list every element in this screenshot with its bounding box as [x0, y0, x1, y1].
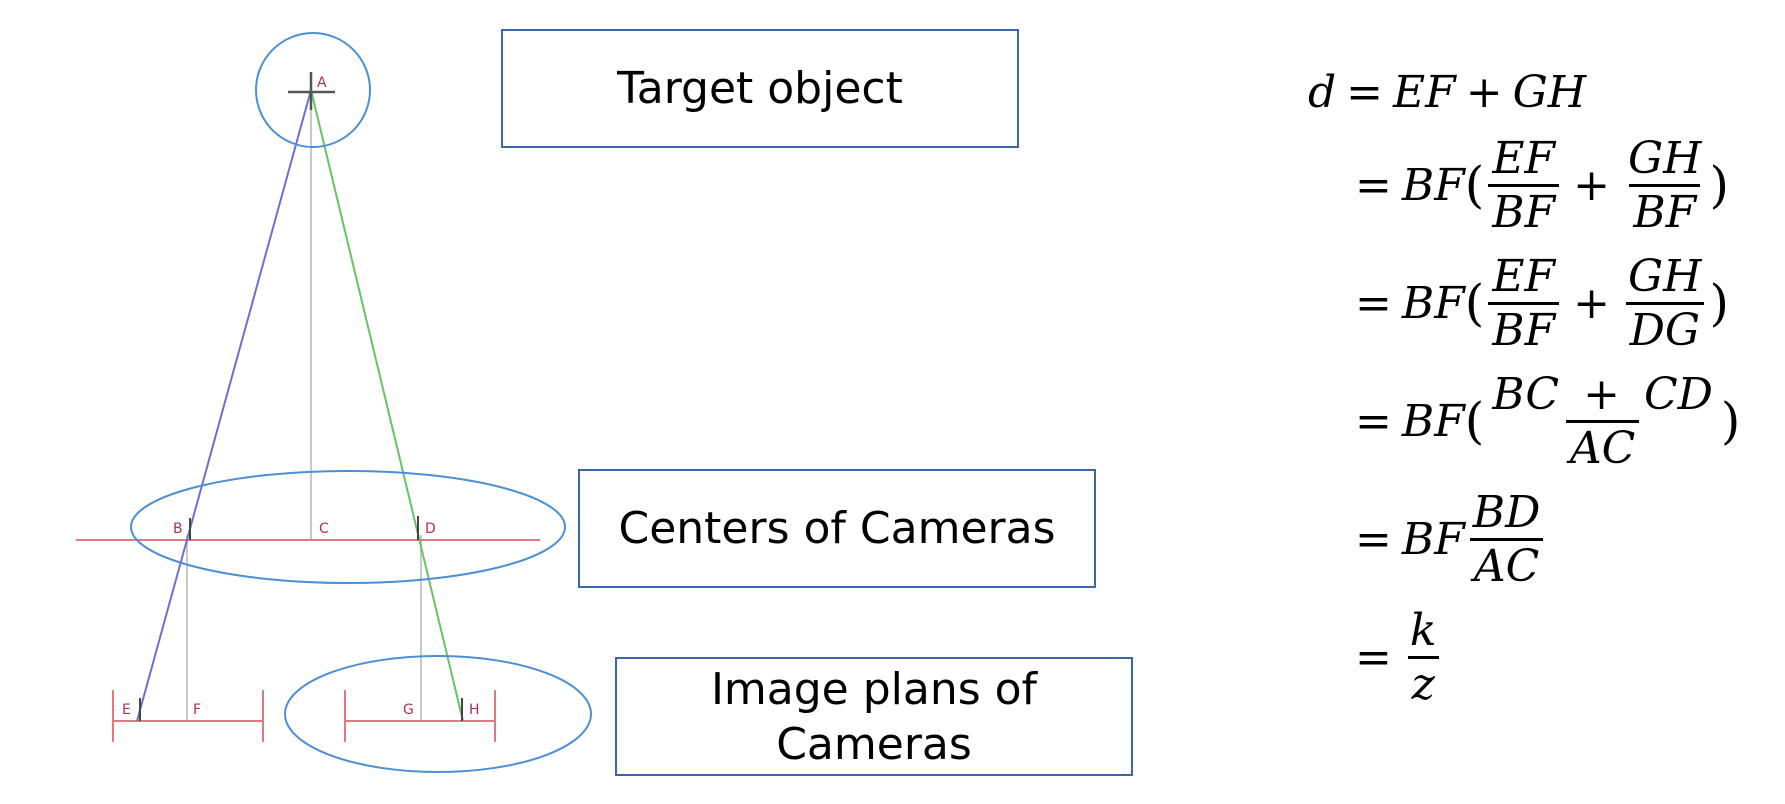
- eq-numerator: GH: [1628, 250, 1702, 302]
- eq-term: CD: [1643, 368, 1713, 420]
- eq-fraction: GH DG: [1624, 251, 1706, 356]
- eq-denominator: AC: [1469, 537, 1544, 592]
- eq-term: BF: [1401, 159, 1465, 211]
- camera-centers-callout: Centers of Cameras: [578, 469, 1096, 588]
- equation-row-1: d = EF + GH: [1308, 60, 1586, 124]
- point-label-H: H: [469, 702, 480, 718]
- eq-numerator: GH: [1628, 132, 1702, 184]
- eq-numerator: BD: [1472, 486, 1541, 538]
- eq-denominator: BF: [1488, 183, 1560, 238]
- point-label-D: D: [425, 521, 436, 537]
- eq-plus: +: [1573, 159, 1611, 211]
- eq-fraction: BC + CD AC: [1488, 369, 1717, 474]
- image-planes-label-line1: Image plans of: [710, 663, 1038, 715]
- target-object-callout: Target object: [501, 29, 1019, 148]
- camera-centers-label: Centers of Cameras: [618, 503, 1056, 554]
- eq-fraction: EF BF: [1488, 132, 1560, 238]
- eq-plus: +: [1583, 368, 1620, 420]
- eq-equals: =: [1355, 159, 1392, 211]
- eq-denominator: DG: [1625, 301, 1704, 356]
- point-label-C: C: [319, 521, 329, 537]
- eq-lparen: (: [1464, 392, 1485, 450]
- eq-equals: =: [1346, 66, 1384, 118]
- eq-fraction: BD AC: [1469, 487, 1545, 592]
- eq-fraction: k z: [1406, 605, 1441, 710]
- eq-fraction: EF BF: [1488, 250, 1560, 356]
- eq-plus: +: [1573, 277, 1611, 329]
- equation-row-2: = BF ( EF BF + GH BF ): [1345, 130, 1729, 240]
- target-marker: [288, 72, 335, 110]
- image-planes-callout: Image plans of Cameras: [615, 657, 1133, 776]
- point-label-G: G: [403, 702, 414, 718]
- equation-row-6: = k z: [1345, 602, 1445, 712]
- eq-term: BC: [1492, 368, 1560, 420]
- eq-lparen: (: [1464, 156, 1485, 214]
- target-object-ellipse: [255, 32, 371, 148]
- eq-denominator: BF: [1629, 183, 1701, 238]
- point-label-A: A: [317, 75, 327, 91]
- camera-centers-ellipse: [130, 470, 566, 584]
- eq-term: BF: [1401, 513, 1465, 565]
- eq-equals: =: [1355, 395, 1392, 447]
- point-label-F: F: [193, 702, 201, 718]
- point-label-B: B: [173, 521, 183, 537]
- eq-lparen: (: [1464, 274, 1485, 332]
- eq-numerator: EF: [1492, 250, 1556, 302]
- eq-fraction: GH BF: [1624, 133, 1706, 238]
- target-object-label: Target object: [617, 63, 903, 114]
- eq-denominator: BF: [1488, 301, 1560, 356]
- eq-numerator: k: [1409, 604, 1437, 656]
- point-label-E: E: [122, 702, 131, 718]
- equation-row-5: = BF BD AC: [1345, 484, 1548, 594]
- eq-term: BF: [1401, 395, 1465, 447]
- ray-A-to-E: [136, 89, 312, 722]
- eq-term: GH: [1512, 66, 1587, 118]
- equation-row-4: = BF ( BC + CD AC ): [1345, 366, 1740, 476]
- eq-numerator: EF: [1492, 132, 1556, 184]
- eq-d: d: [1308, 66, 1337, 118]
- eq-term: EF: [1393, 66, 1456, 118]
- eq-equals: =: [1355, 631, 1392, 683]
- eq-rparen: ): [1709, 156, 1730, 214]
- right-image-plane: [344, 690, 496, 742]
- image-planes-ellipse: [284, 655, 592, 773]
- point-ticks: [139, 516, 463, 721]
- ray-A-to-H: [310, 89, 464, 722]
- eq-numerator: BC + CD: [1488, 369, 1717, 420]
- eq-equals: =: [1355, 513, 1392, 565]
- eq-denominator: AC: [1565, 419, 1640, 474]
- eq-plus: +: [1465, 66, 1503, 118]
- eq-denominator: z: [1407, 655, 1439, 710]
- equation-row-3: = BF ( EF BF + GH DG ): [1345, 248, 1729, 358]
- image-planes-label-line2: Cameras: [776, 718, 972, 770]
- eq-rparen: ): [1709, 274, 1730, 332]
- eq-term: BF: [1401, 277, 1465, 329]
- eq-rparen: ): [1720, 392, 1741, 450]
- eq-equals: =: [1355, 277, 1392, 329]
